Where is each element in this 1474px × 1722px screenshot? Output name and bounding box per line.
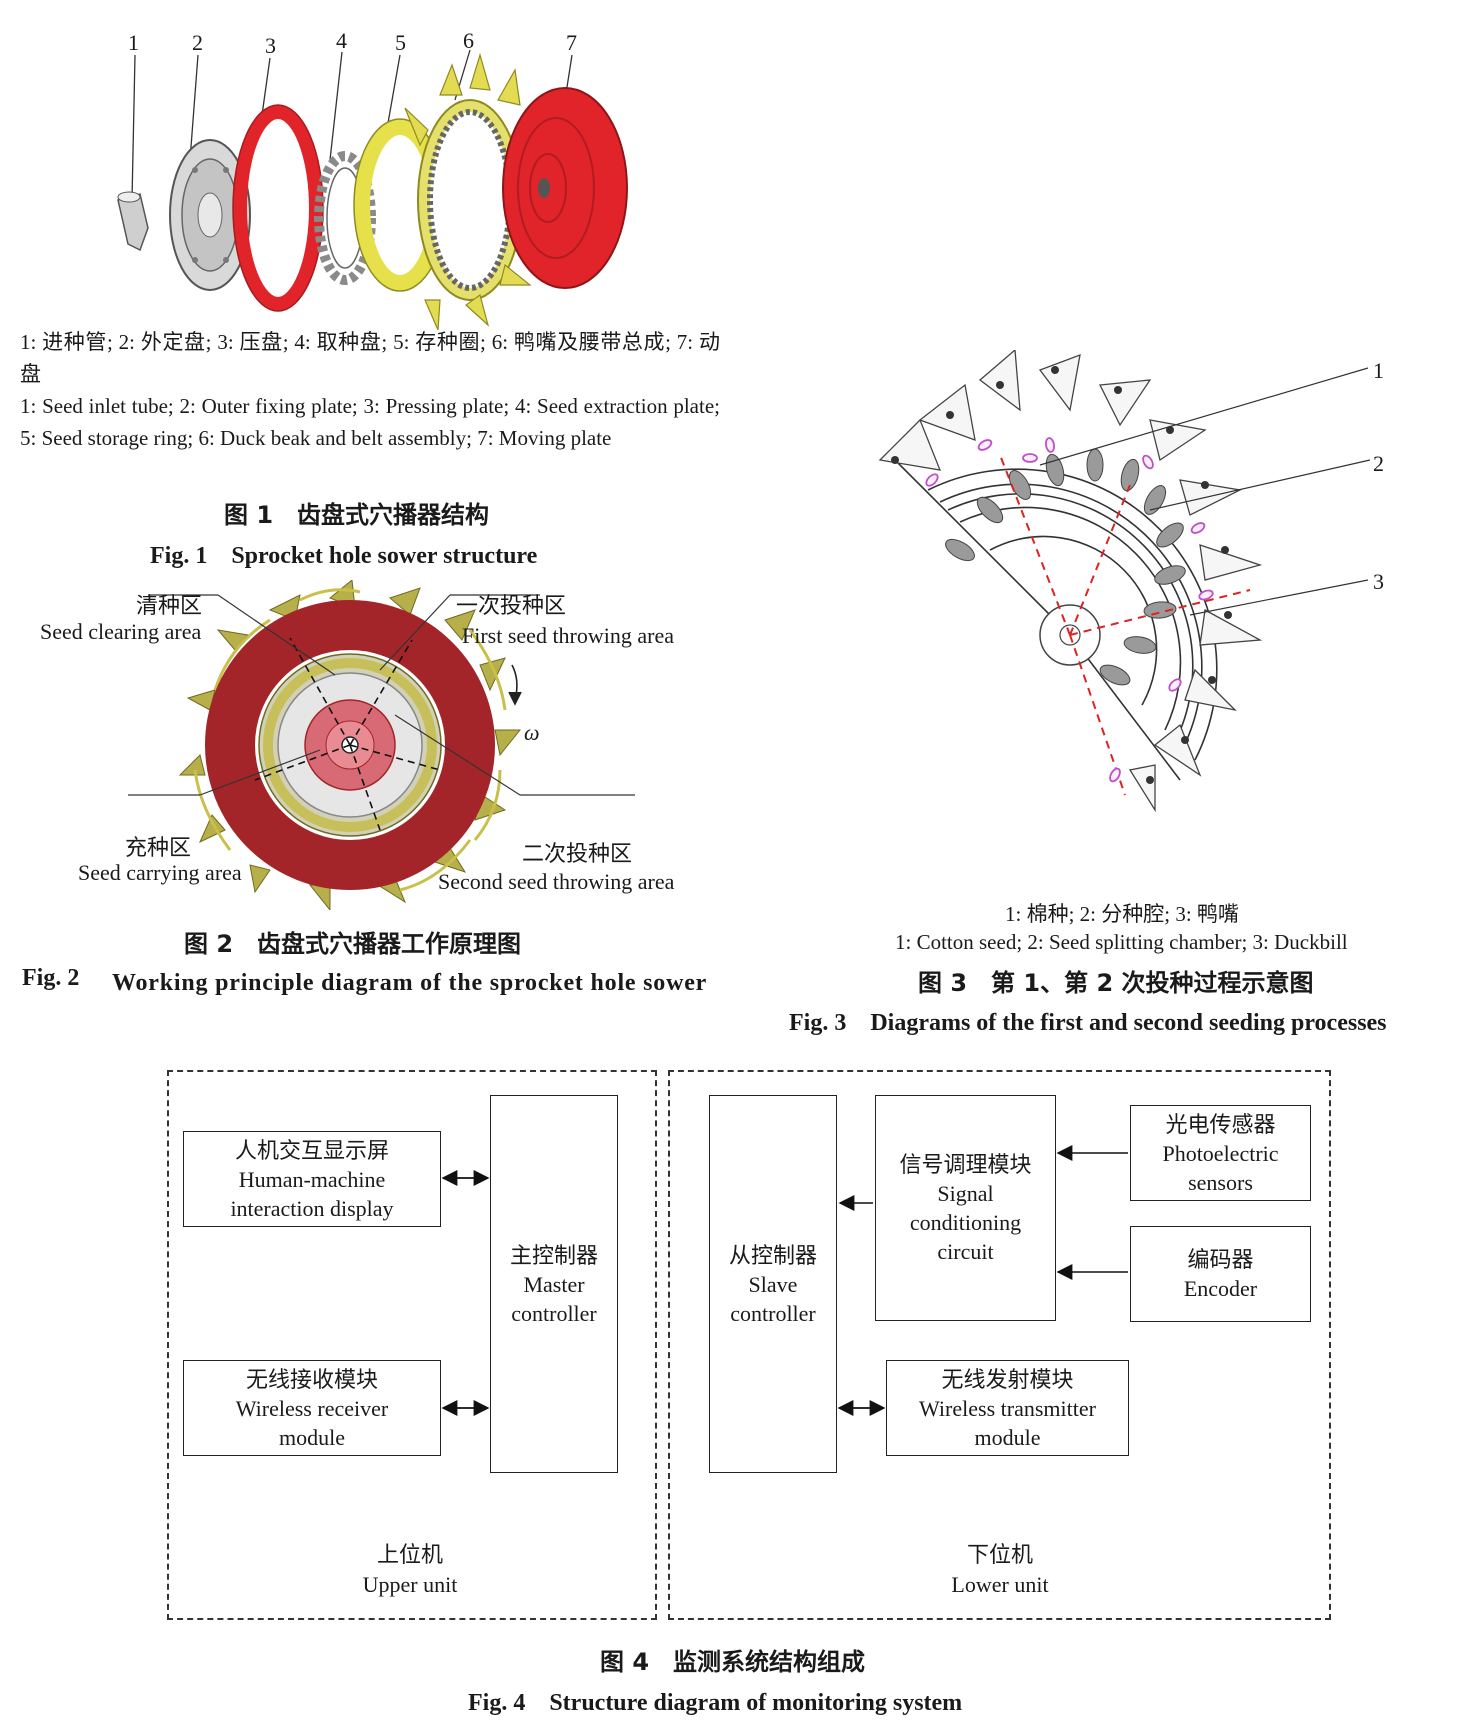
zone-carrying-en: Seed carrying area — [78, 860, 242, 885]
fig1-legend-cn: 1: 进种管; 2: 外定盘; 3: 压盘; 4: 取种盘; 5: 存种圈; 6… — [20, 330, 720, 386]
fig1-legend-en: 1: Seed inlet tube; 2: Outer fixing plat… — [20, 394, 720, 450]
fig3-label-1: 1 — [1373, 358, 1384, 383]
master-controller-en-1: Master — [523, 1271, 585, 1297]
hmi-display-en-1: Human-machine — [238, 1166, 386, 1192]
master-controller-box: 主控制器 Master controller — [490, 1095, 618, 1473]
upper-unit-cn: 上位机 — [376, 1542, 443, 1567]
moving-plate-part — [502, 87, 628, 289]
slave-controller-cn: 从控制器 — [728, 1242, 817, 1268]
encoder-cn: 编码器 — [1187, 1247, 1254, 1272]
hmi-display-en-2: interaction display — [230, 1195, 394, 1221]
wireless-transmitter-box: 无线发射模块 Wireless transmitter module — [886, 1360, 1129, 1456]
wireless-receiver-cn: 无线接收模块 — [245, 1366, 378, 1392]
fig4-caption-en: Fig. 4 Structure diagram of monitoring s… — [468, 1690, 963, 1716]
fig2-caption-en-label: Fig. 2 — [22, 965, 80, 991]
fig1-caption-en: Fig. 1 Sprocket hole sower structure — [150, 543, 538, 569]
omega-symbol: ω — [524, 720, 540, 745]
encoder-en: Encoder — [1183, 1276, 1258, 1301]
lower-unit-cn: 下位机 — [966, 1542, 1033, 1567]
photoelectric-sensors-box: 光电传感器 Photoelectric sensors — [1130, 1105, 1311, 1201]
lower-unit-label: 下位机 Lower unit — [920, 1540, 1080, 1600]
fig3-label-2: 2 — [1373, 451, 1384, 476]
zone-first-throw-cn: 一次投种区 — [456, 593, 567, 618]
fig3-diagram — [850, 348, 1410, 900]
zone-second-throw-cn: 二次投种区 — [522, 841, 633, 866]
fig3-legend-cn: 1: 棉种; 2: 分种腔; 3: 鸭嘴 — [1005, 902, 1239, 926]
zone-first-throw-en: First seed throwing area — [462, 623, 674, 648]
part-number-1: 1 — [128, 30, 139, 55]
photoelectric-sensors-cn: 光电传感器 — [1165, 1111, 1276, 1137]
photoelectric-sensors-en-2: sensors — [1188, 1169, 1253, 1195]
fig3-caption-en: Fig. 3 Diagrams of the first and second … — [789, 1010, 1387, 1036]
fig1-caption-cn: 图 1 齿盘式穴播器结构 — [224, 501, 490, 529]
fig1-illustration — [0, 0, 760, 331]
photoelectric-sensors-en-1: Photoelectric — [1162, 1140, 1279, 1166]
master-controller-cn: 主控制器 — [509, 1242, 598, 1268]
part-number-6: 6 — [463, 28, 474, 53]
part-number-4: 4 — [336, 28, 347, 53]
wireless-receiver-box: 无线接收模块 Wireless receiver module — [183, 1360, 441, 1456]
slave-controller-en-1: Slave — [748, 1271, 798, 1297]
fig2-diagram — [0, 579, 740, 912]
rotation-arrow — [508, 664, 522, 706]
signal-conditioning-en-2: conditioning — [909, 1210, 1022, 1235]
signal-conditioning-en-3: circuit — [937, 1239, 994, 1264]
zone-clearing-cn: 清种区 — [136, 593, 203, 618]
zone-second-throw-en: Second seed throwing area — [438, 869, 675, 894]
zone-carrying-cn: 充种区 — [125, 835, 192, 860]
zone-clearing-en: Seed clearing area — [40, 619, 202, 644]
slave-controller-box: 从控制器 Slave controller — [709, 1095, 837, 1473]
wireless-receiver-en-2: module — [279, 1424, 345, 1450]
upper-unit-en: Upper unit — [362, 1572, 458, 1597]
lower-unit-en: Lower unit — [951, 1572, 1049, 1597]
fig3-label-3: 3 — [1373, 569, 1384, 594]
wireless-transmitter-cn: 无线发射模块 — [941, 1366, 1074, 1392]
signal-conditioning-cn: 信号调理模块 — [899, 1152, 1032, 1177]
hmi-display-box: 人机交互显示屏 Human-machine interaction displa… — [183, 1131, 441, 1227]
part-number-3: 3 — [265, 33, 276, 58]
wireless-transmitter-en-2: module — [974, 1424, 1041, 1450]
hmi-display-cn: 人机交互显示屏 — [234, 1137, 389, 1163]
fig3-legend-en: 1: Cotton seed; 2: Seed splitting chambe… — [895, 930, 1348, 954]
fig2-caption-en: Working principle diagram of the sprocke… — [112, 970, 708, 996]
fig4-caption-cn: 图 4 监测系统结构组成 — [600, 1648, 866, 1676]
seed-inlet-tube-part — [117, 191, 149, 252]
fig3-caption-cn: 图 3 第 1、第 2 次投种过程示意图 — [918, 969, 1314, 997]
outer-fixing-plate-part — [169, 139, 251, 291]
upper-unit-label: 上位机 Upper unit — [330, 1540, 490, 1600]
slave-controller-en-2: controller — [730, 1300, 816, 1326]
part-number-2: 2 — [192, 30, 203, 55]
encoder-box: 编码器 Encoder — [1130, 1226, 1311, 1322]
part-number-5: 5 — [395, 30, 406, 55]
lower-unit-frame — [668, 1070, 1331, 1620]
upper-unit-frame — [167, 1070, 657, 1620]
wireless-transmitter-en-1: Wireless transmitter — [919, 1395, 1096, 1421]
wireless-receiver-en-1: Wireless receiver — [235, 1395, 389, 1421]
fig2-caption-cn: 图 2 齿盘式穴播器工作原理图 — [184, 930, 522, 958]
signal-conditioning-en-1: Signal — [937, 1181, 994, 1206]
signal-conditioning-box: 信号调理模块 Signal conditioning circuit — [875, 1095, 1056, 1321]
master-controller-en-2: controller — [511, 1300, 597, 1326]
part-number-7: 7 — [566, 30, 577, 55]
